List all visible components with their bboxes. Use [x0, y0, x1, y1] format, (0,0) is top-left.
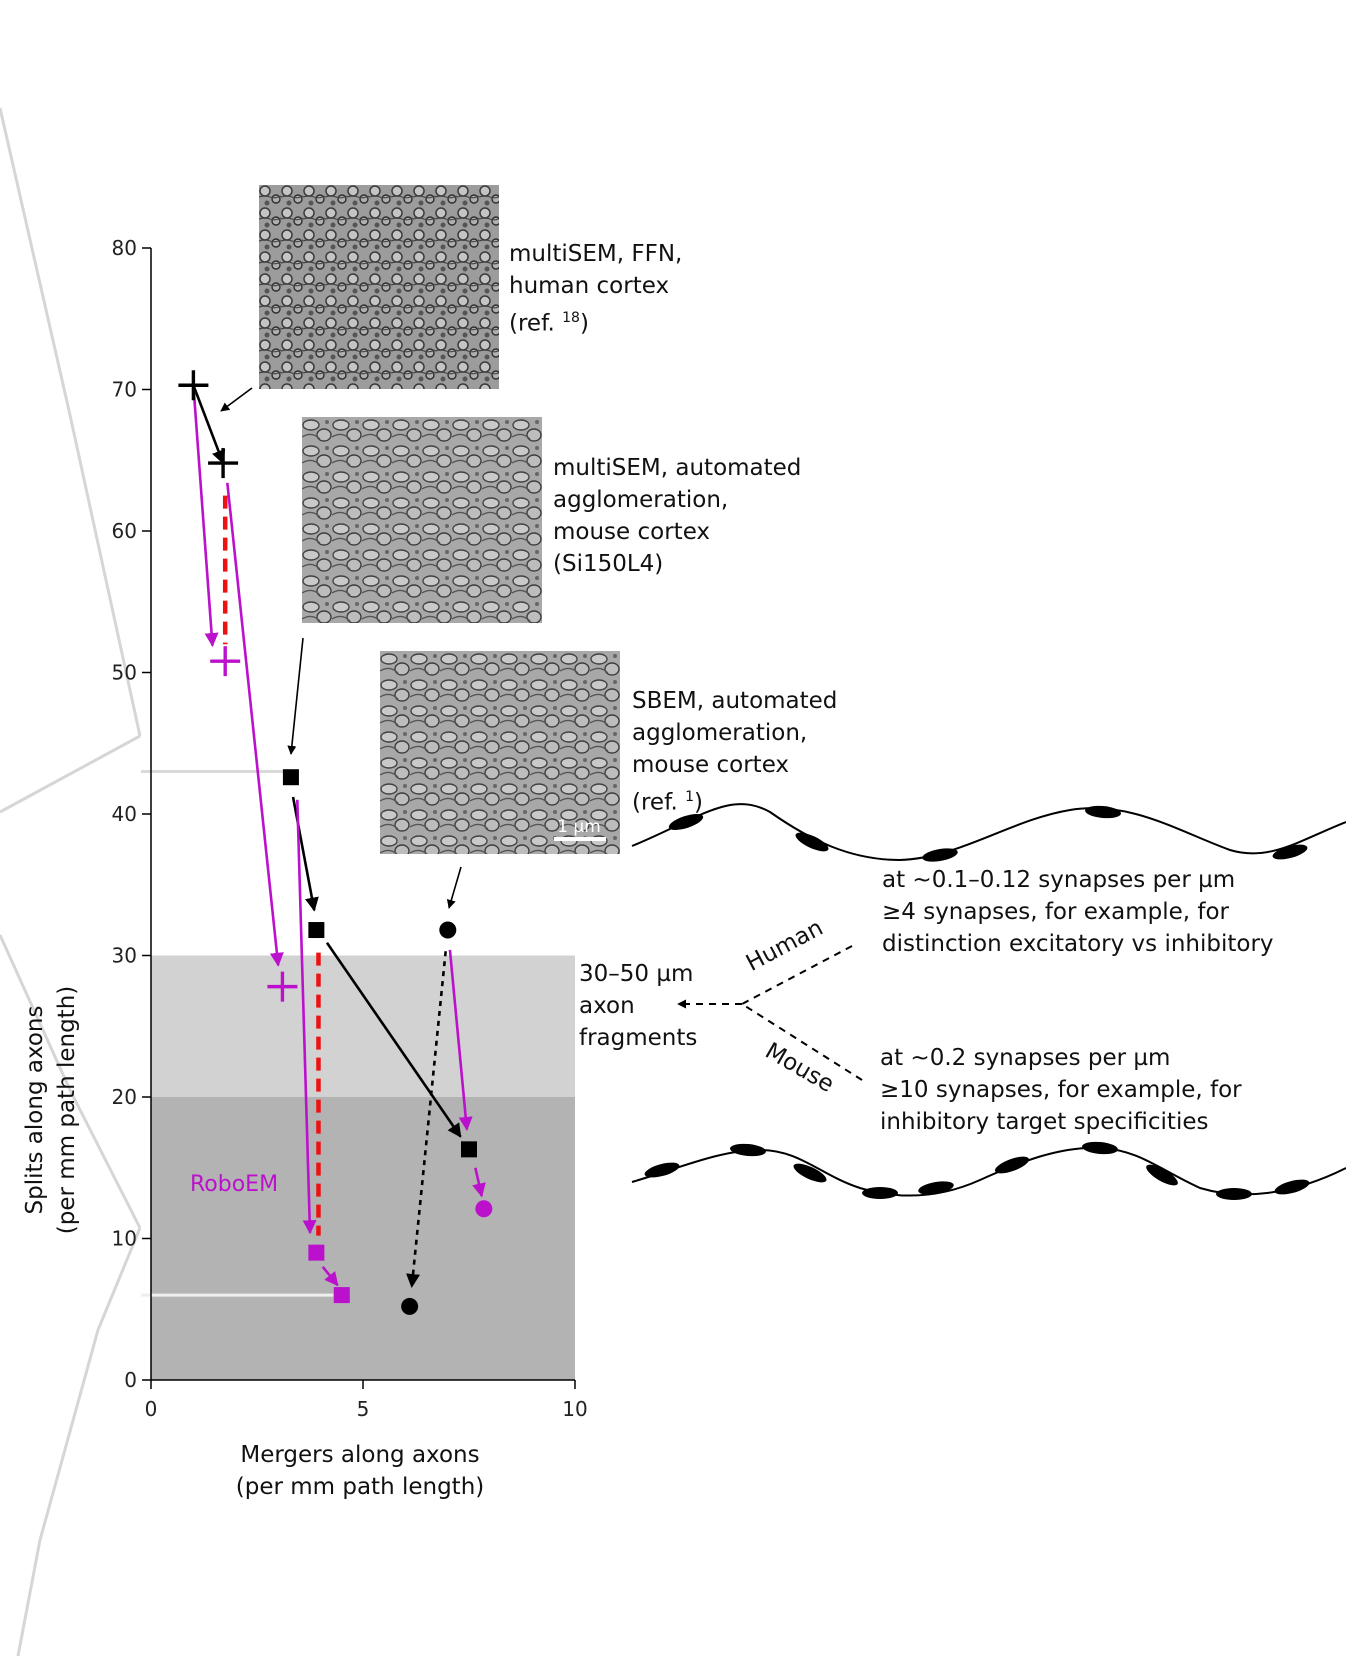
mouse-axon-illustration — [631, 1141, 1346, 1200]
human-axon-illustration — [631, 803, 1346, 862]
roboem-arrow — [295, 799, 317, 1235]
mouse-text-line: at ~0.2 synapses per µm — [880, 1045, 1171, 1071]
mouse-text-line: ≥10 synapses, for example, for — [880, 1077, 1242, 1103]
y-tick-label: 50 — [112, 661, 137, 685]
y-tick-label: 30 — [112, 944, 137, 968]
panel-label-line: (ref. 18) — [509, 302, 682, 340]
human-branch-label: Human — [742, 915, 827, 977]
roboem-arrow — [472, 1167, 486, 1198]
x-tick-label: 10 — [562, 1397, 587, 1421]
y-tick-label: 0 — [124, 1368, 137, 1392]
human-text-line: ≥4 synapses, for example, for — [882, 899, 1229, 925]
human-text-line: distinction excitatory vs inhibitory — [882, 931, 1274, 957]
panel-label-line: mouse cortex — [632, 752, 790, 778]
transition-arrow — [291, 796, 319, 912]
fragments-line: 30–50 µm — [579, 961, 694, 987]
y-tick-label: 40 — [112, 802, 137, 826]
circle-marker — [475, 1200, 493, 1218]
transition-arrow — [325, 942, 462, 1138]
panel-label-line: SBEM, automated — [632, 688, 838, 714]
square-marker — [282, 769, 299, 786]
roboem-arrow — [192, 385, 219, 648]
plus-marker — [267, 971, 298, 1002]
roboem-arrow — [321, 1265, 339, 1287]
em-image-mouse-cortex-multisem — [302, 417, 542, 623]
roboem-arrow — [226, 482, 284, 967]
y-axis-title: Splits along axons — [22, 1006, 48, 1215]
ref-close: ) — [694, 789, 704, 816]
human-text-line: at ~0.1–0.12 synapses per µm — [882, 867, 1236, 893]
panel-label-mouse-multisem: multiSEM, automated agglomeration, mouse… — [553, 452, 801, 580]
fragment-branch-lines — [677, 945, 863, 1081]
panel-label-line: human cortex — [509, 273, 670, 299]
y-tick-label: 60 — [112, 519, 137, 543]
panel-pointer-arrows — [220, 387, 462, 909]
roboem-arrow — [448, 949, 473, 1131]
scale-bar — [554, 837, 606, 841]
panel-label-line: mouse cortex — [553, 519, 711, 545]
panel-label-mouse-sbem: SBEM, automated agglomeration, mouse cor… — [632, 685, 837, 819]
y-axis-title: (per mm path length) — [54, 986, 80, 1235]
x-axis-title: Mergers along axons — [240, 1442, 479, 1468]
plus-marker — [178, 370, 209, 401]
em-image-mouse-cortex-sbem: 1 µm — [380, 651, 620, 854]
mouse-text-line: inhibitory target specificities — [880, 1109, 1209, 1135]
ref-number: 18 — [562, 310, 580, 326]
x-axis-title: (per mm path length) — [236, 1474, 485, 1500]
circle-marker — [439, 921, 457, 939]
mouse-synapse-text: at ~0.2 synapses per µm ≥10 synapses, fo… — [880, 1042, 1242, 1138]
fragments-label: 30–50 µm axon fragments — [579, 958, 697, 1054]
human-synapse-text: at ~0.1–0.12 synapses per µm ≥4 synapses… — [882, 864, 1274, 960]
roboem-label: RoboEM — [190, 1172, 278, 1197]
plus-marker — [210, 646, 241, 677]
transition-arrow — [406, 951, 447, 1289]
y-tick-label: 10 — [112, 1227, 137, 1251]
y-tick-label: 80 — [112, 236, 137, 260]
circle-marker — [401, 1297, 419, 1315]
panel-label-line: (Si150L4) — [553, 551, 664, 577]
panel-label-line: multiSEM, FFN, — [509, 241, 683, 267]
transition-arrow — [192, 384, 226, 465]
shaded-band — [151, 955, 575, 1097]
ref-number: 1 — [685, 789, 695, 805]
fragments-line: fragments — [579, 1025, 698, 1051]
plus-marker — [208, 448, 239, 479]
scale-bar-label: 1 µm — [557, 817, 601, 837]
square-marker — [461, 1141, 477, 1158]
ref-text: (ref. — [509, 310, 563, 337]
square-marker — [308, 922, 325, 939]
panel-label-line: multiSEM, automated — [553, 455, 802, 481]
panel-label-line: agglomeration, — [632, 720, 808, 746]
mouse-branch-label: Mouse — [761, 1038, 839, 1098]
ref-close: ) — [579, 310, 589, 337]
decorative-guides — [0, 107, 142, 1656]
panel-label-line: (ref. 1) — [632, 781, 837, 819]
shaded-band — [151, 1097, 575, 1380]
square-marker — [308, 1244, 325, 1261]
x-tick-label: 0 — [145, 1397, 158, 1421]
x-tick-label: 5 — [357, 1397, 370, 1421]
y-tick-label: 70 — [112, 378, 137, 402]
ref-text: (ref. — [632, 789, 686, 816]
fragments-line: axon — [579, 993, 635, 1019]
panel-label-human-cortex: multiSEM, FFN, human cortex (ref. 18) — [509, 238, 682, 340]
panel-label-line: agglomeration, — [553, 487, 729, 513]
y-tick-label: 20 — [112, 1085, 137, 1109]
em-image-human-cortex — [259, 185, 499, 389]
square-marker — [333, 1287, 350, 1304]
